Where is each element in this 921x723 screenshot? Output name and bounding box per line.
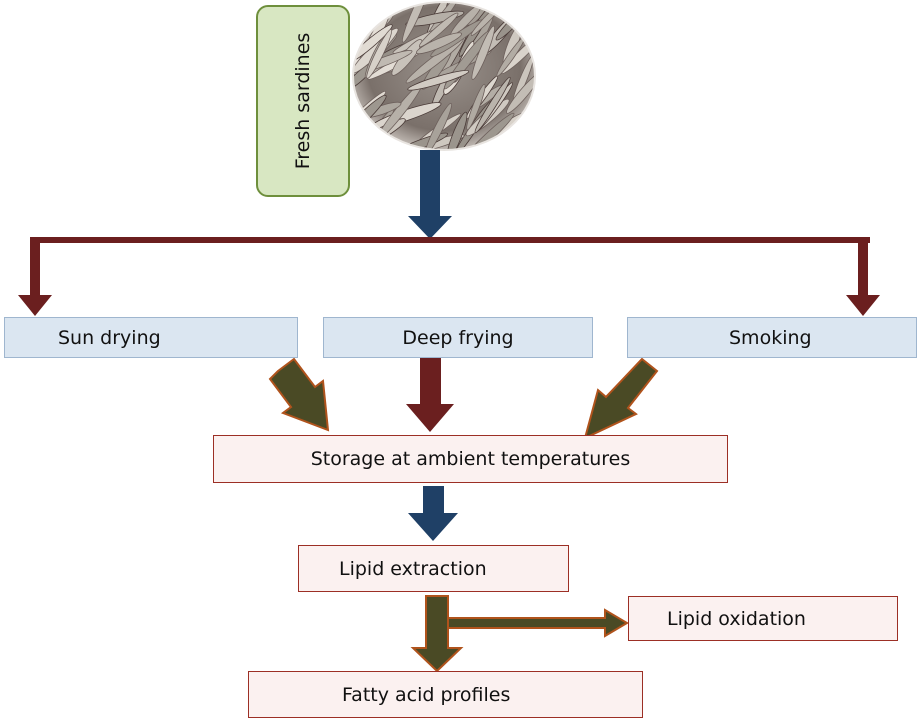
lipid-extraction-box: Lipid extraction xyxy=(298,545,569,592)
fatty-acid-profiles-box: Fatty acid profiles xyxy=(248,671,643,718)
lipid-extraction-label: Lipid extraction xyxy=(339,557,487,580)
lipid-oxidation-box: Lipid oxidation xyxy=(628,596,898,641)
deep-frying-box: Deep frying xyxy=(323,317,593,358)
sun-drying-box: Sun drying xyxy=(4,317,298,358)
arrow-extraction-to-oxidation xyxy=(447,608,629,638)
arrow-sun-to-storage xyxy=(268,357,330,432)
storage-box: Storage at ambient temperatures xyxy=(213,435,728,483)
arrow-extraction-to-fatty xyxy=(410,595,464,673)
fresh-sardines-box xyxy=(256,5,350,197)
smoking-label: Smoking xyxy=(729,326,812,349)
fresh-sardines-label: Fresh sardines xyxy=(292,32,314,170)
branch-connector xyxy=(18,237,880,316)
sun-drying-label: Sun drying xyxy=(58,326,161,349)
arrow-storage-to-extraction xyxy=(408,486,458,541)
arrow-smoke-to-storage xyxy=(583,357,659,440)
lipid-oxidation-label: Lipid oxidation xyxy=(667,607,806,630)
arrow-fry-to-storage xyxy=(406,358,454,432)
storage-label: Storage at ambient temperatures xyxy=(310,448,631,470)
down-arrow-source xyxy=(408,150,452,239)
branch-arrow-right xyxy=(846,295,880,316)
sardine-photo xyxy=(352,1,536,151)
fatty-acid-profiles-label: Fatty acid profiles xyxy=(342,683,511,706)
branch-arrow-left xyxy=(18,295,52,316)
deep-frying-label: Deep frying xyxy=(402,326,514,349)
smoking-box: Smoking xyxy=(627,317,917,358)
